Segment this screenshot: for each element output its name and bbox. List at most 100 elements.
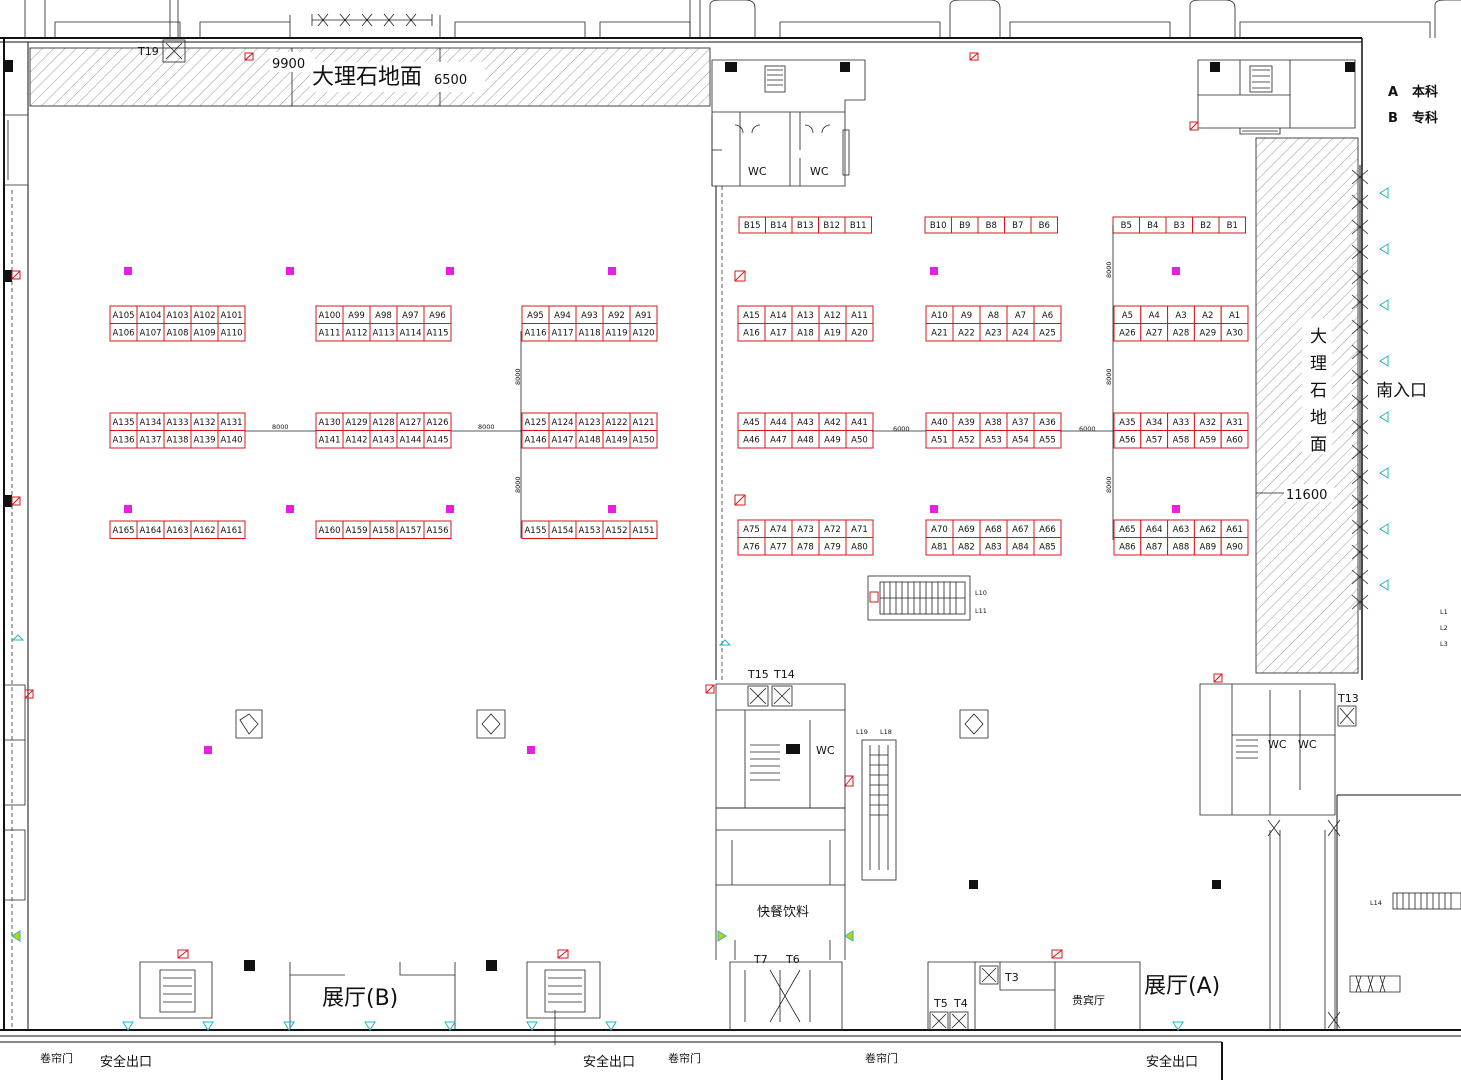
booth-a145[interactable] bbox=[423, 430, 452, 449]
booth-label: A11 bbox=[851, 311, 868, 321]
booth-a60[interactable] bbox=[1220, 430, 1249, 449]
booth-label: A68 bbox=[985, 525, 1002, 535]
booth-label: A27 bbox=[1146, 328, 1163, 338]
booth-label: A42 bbox=[824, 418, 841, 428]
booth-label: A96 bbox=[429, 311, 446, 321]
booth-label: A41 bbox=[851, 418, 868, 428]
booth-label: A99 bbox=[348, 311, 365, 321]
rolling-door-label-3: 卷帘门 bbox=[865, 1051, 898, 1065]
booth-label: A97 bbox=[402, 311, 419, 321]
booth-label: A85 bbox=[1039, 542, 1056, 552]
booth-a115[interactable] bbox=[423, 323, 452, 342]
booth-a20[interactable] bbox=[845, 323, 874, 342]
snack-label: 快餐饮料 bbox=[757, 904, 809, 920]
booth-label: A117 bbox=[551, 328, 573, 338]
booth-label: A126 bbox=[426, 418, 448, 428]
booth-label: A56 bbox=[1119, 435, 1136, 445]
booth-a140[interactable] bbox=[217, 430, 246, 449]
booth-label: A129 bbox=[345, 418, 367, 428]
booth-label: B6 bbox=[1039, 221, 1050, 231]
svg-text:B: B bbox=[1388, 111, 1398, 126]
booth-a55[interactable] bbox=[1033, 430, 1062, 449]
booth-label: A31 bbox=[1226, 418, 1243, 428]
booth-a25[interactable] bbox=[1033, 323, 1062, 342]
booth-a30[interactable] bbox=[1220, 323, 1249, 342]
booth-label: A5 bbox=[1122, 311, 1133, 321]
booth-label: A158 bbox=[372, 526, 394, 536]
booth-label: B3 bbox=[1174, 221, 1185, 231]
label-t19: T19 bbox=[137, 45, 159, 58]
booth-label: A128 bbox=[372, 418, 394, 428]
booth-label: A151 bbox=[632, 526, 654, 536]
booth-a150[interactable] bbox=[629, 430, 658, 449]
booth-label: B10 bbox=[930, 221, 947, 231]
booth-label: A133 bbox=[166, 418, 188, 428]
booth-label: A26 bbox=[1119, 328, 1136, 338]
booth-label: A73 bbox=[797, 525, 814, 535]
booth-label: A69 bbox=[958, 525, 975, 535]
booth-b1[interactable] bbox=[1218, 216, 1246, 234]
booth-label: A95 bbox=[527, 311, 544, 321]
booth-a156[interactable] bbox=[423, 520, 452, 539]
booth-label: A32 bbox=[1199, 418, 1216, 428]
label-l3: L3 bbox=[1440, 640, 1448, 648]
svg-text:8000: 8000 bbox=[1105, 261, 1113, 278]
booth-label: A39 bbox=[958, 418, 975, 428]
booth-label: A161 bbox=[220, 526, 242, 536]
booth-a120[interactable] bbox=[629, 323, 658, 342]
booth-label: A77 bbox=[770, 542, 787, 552]
booth-label: A65 bbox=[1119, 525, 1136, 535]
label-t7: T7 bbox=[753, 953, 768, 966]
booth-label: A142 bbox=[345, 435, 367, 445]
booth-label: A107 bbox=[139, 328, 161, 338]
booth-a50[interactable] bbox=[845, 430, 874, 449]
booth-label: A81 bbox=[931, 542, 948, 552]
left-side-details bbox=[3, 60, 29, 1030]
bottom-entrance-markers bbox=[122, 1021, 1184, 1031]
wc-label-2: WC bbox=[810, 165, 829, 178]
booth-a151[interactable] bbox=[629, 520, 658, 539]
column-markers bbox=[124, 267, 1180, 754]
booth-b11[interactable] bbox=[844, 216, 872, 234]
booth-label: A163 bbox=[166, 526, 188, 536]
booth-label: A153 bbox=[578, 526, 600, 536]
booth-a161[interactable] bbox=[217, 520, 246, 539]
booth-label: A110 bbox=[220, 328, 242, 338]
booth-label: B13 bbox=[797, 221, 814, 231]
center-service-core bbox=[711, 59, 866, 680]
wc-label-1: WC bbox=[748, 165, 767, 178]
booth-label: A84 bbox=[1012, 542, 1029, 552]
booth-label: A12 bbox=[824, 311, 841, 321]
booth-label: A140 bbox=[220, 435, 242, 445]
booth-label: A102 bbox=[193, 311, 215, 321]
booth-b6[interactable] bbox=[1030, 216, 1058, 234]
booth-a80[interactable] bbox=[845, 537, 874, 556]
booth-a90[interactable] bbox=[1220, 537, 1249, 556]
door-side-markers bbox=[11, 930, 854, 942]
booth-label: A38 bbox=[985, 418, 1002, 428]
booth-label: A88 bbox=[1173, 542, 1190, 552]
booth-label: A25 bbox=[1039, 328, 1056, 338]
booth-a110[interactable] bbox=[217, 323, 246, 342]
booth-label: A106 bbox=[112, 328, 134, 338]
booth-label: A48 bbox=[797, 435, 814, 445]
marble-side-char-5: 面 bbox=[1310, 435, 1327, 455]
booth-label: A2 bbox=[1202, 311, 1213, 321]
booth-label: A30 bbox=[1226, 328, 1243, 338]
booth-label: A146 bbox=[524, 435, 546, 445]
booth-label: A143 bbox=[372, 435, 394, 445]
booth-label: B7 bbox=[1012, 221, 1023, 231]
booth-label: A101 bbox=[220, 311, 242, 321]
label-l19: L19 bbox=[856, 728, 868, 736]
booth-a85[interactable] bbox=[1033, 537, 1062, 556]
exit-label-2: 安全出口 bbox=[583, 1054, 635, 1070]
